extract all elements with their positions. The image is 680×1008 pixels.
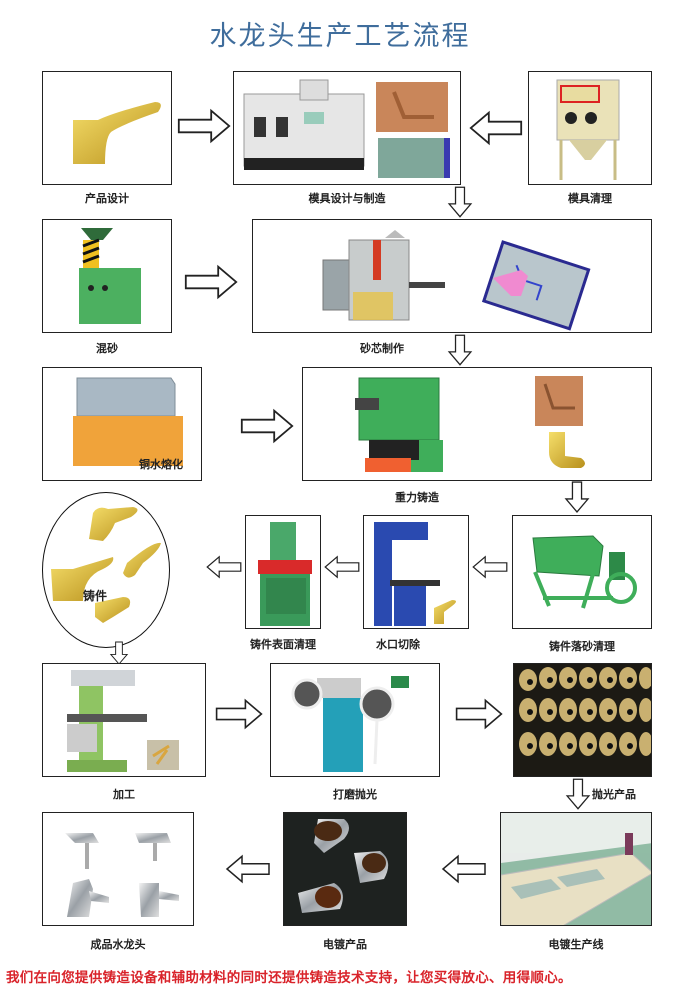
gate-cutting-box (363, 515, 469, 629)
faucet-body-icon (73, 102, 161, 164)
plated-parts-photo (298, 819, 389, 913)
chrome-faucets-icon (65, 833, 179, 917)
casting-sand-cleaning-box (512, 515, 652, 629)
core-shooter-icon (322, 230, 591, 331)
step-label-polished-products: 抛光产品 (592, 788, 636, 801)
milling-machine-icon (67, 670, 179, 772)
step-label-castings: 铸件 (83, 589, 108, 603)
step-label-copper-melting: 铜水熔化 (139, 458, 183, 471)
step-label-grinding-polishing: 打磨抛光 (333, 788, 377, 801)
step-label-finished-faucet: 成品水龙头 (90, 938, 146, 951)
arrow-right-icon (448, 698, 510, 730)
step-label-casting-surface-cleaning: 铸件表面清理 (250, 638, 316, 651)
band-saw-icon (374, 522, 456, 626)
arrow-down-icon (564, 480, 590, 514)
step-label-gate-cutting: 水口切除 (376, 638, 420, 651)
arrow-right-icon (176, 264, 246, 300)
plating-line-box (500, 812, 652, 926)
polished-parts-photo (519, 667, 651, 756)
mold-cleaning-box (528, 71, 652, 185)
grinding-polishing-box (270, 663, 440, 777)
step-label-casting-sand-cleaning: 铸件落砂清理 (549, 640, 615, 653)
sand-mixing-box (42, 219, 172, 333)
sand-core-box (252, 219, 652, 333)
arrow-right-icon (210, 698, 268, 730)
sandblaster-icon (556, 79, 620, 180)
machining-box (42, 663, 206, 777)
drum-cleaner-icon (532, 535, 637, 609)
arrow-down-icon (108, 641, 130, 665)
arrow-left-icon (468, 110, 524, 146)
step-label-plated-products: 电镀产品 (323, 938, 367, 951)
step-label-plating-line: 电镀生产线 (548, 938, 604, 951)
sand-mixer-icon (79, 228, 141, 324)
step-label-gravity-casting: 重力铸造 (395, 491, 439, 504)
arrow-right-icon (176, 108, 232, 144)
arrow-left-icon (222, 854, 274, 884)
product-design-box (42, 71, 172, 185)
castings-circle: 铸件 (42, 492, 170, 648)
step-label-mold-cleaning: 模具清理 (568, 192, 612, 205)
step-label-product-design: 产品设计 (85, 192, 129, 205)
shot-blaster-icon (258, 522, 312, 626)
polished-products-box (513, 663, 652, 777)
plated-products-box (283, 812, 407, 926)
arrow-left-icon (204, 555, 244, 579)
step-label-sand-mixing: 混砂 (96, 342, 118, 355)
copper-melting-box: 铜水熔化 (42, 367, 202, 481)
plating-line-photo (501, 813, 651, 925)
melting-furnace-icon (73, 377, 183, 466)
cnc-machine-icon (243, 79, 450, 178)
step-label-machining: 加工 (113, 788, 135, 801)
mold-design-box (233, 71, 461, 185)
brass-castings-icon (51, 507, 161, 623)
arrow-left-icon (324, 555, 360, 579)
arrow-left-icon (438, 854, 490, 884)
step-label-sand-core: 砂芯制作 (360, 342, 404, 355)
page-title: 水龙头生产工艺流程 (209, 21, 471, 52)
finished-faucet-box (42, 812, 194, 926)
footer-slogan: 我们在向您提供铸造设备和辅助材料的同时还提供铸造技术支持，让您买得放心、用得顺心… (6, 970, 572, 986)
polishing-machine-icon (291, 676, 409, 772)
gravity-caster-icon (355, 376, 585, 472)
step-label-mold-design: 模具设计与制造 (308, 192, 386, 205)
arrow-down-icon (447, 334, 473, 366)
casting-surface-cleaning-box (245, 515, 321, 629)
arrow-down-icon (565, 778, 591, 810)
arrow-left-icon (472, 555, 508, 579)
gravity-casting-box (302, 367, 652, 481)
arrow-down-icon (447, 186, 473, 218)
arrow-right-icon (236, 408, 298, 444)
